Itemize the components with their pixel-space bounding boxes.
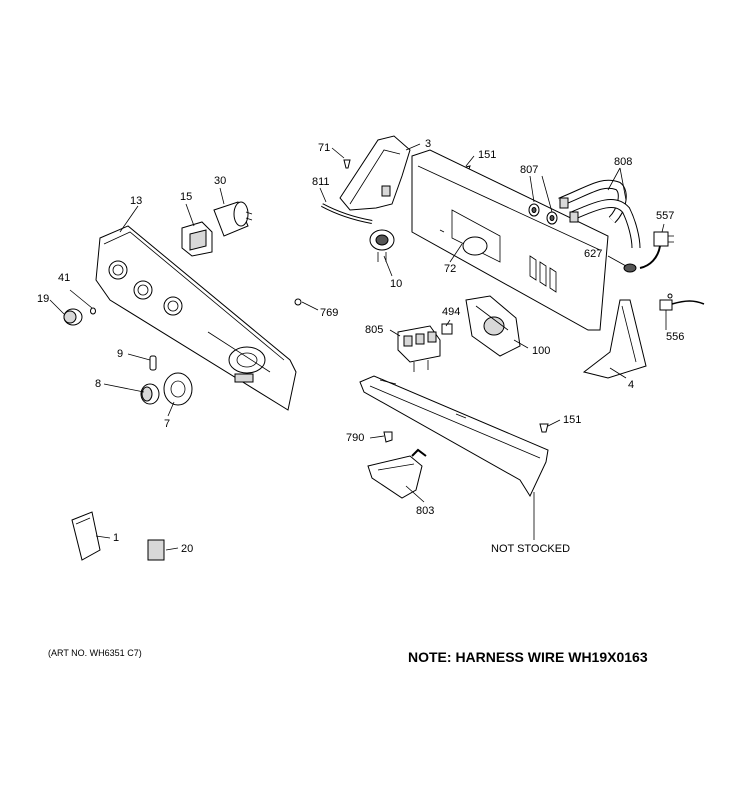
callout-10: 10 xyxy=(390,278,402,290)
callout-1: 1 xyxy=(113,532,119,544)
screw-part xyxy=(343,159,351,169)
callout-811: 811 xyxy=(312,176,330,188)
callout-labels: 71 3 151 807 808 811 557 627 72 10 13 15… xyxy=(37,138,684,555)
callout-41: 41 xyxy=(58,272,70,284)
callout-3: 3 xyxy=(425,138,431,150)
dial-knob-part xyxy=(163,372,193,406)
label-part xyxy=(147,539,165,561)
screw-part xyxy=(383,431,393,443)
lower-bracket-part xyxy=(359,375,549,498)
callout-9: 9 xyxy=(117,348,123,360)
callout-151: 151 xyxy=(478,149,496,161)
endcap-right-part xyxy=(582,299,647,379)
callout-151: 151 xyxy=(563,414,581,426)
callout-71: 71 xyxy=(318,142,330,154)
callout-72: 72 xyxy=(444,263,456,275)
fill-hose-part xyxy=(558,179,641,249)
control-panel-part xyxy=(95,225,297,411)
screw-part xyxy=(294,298,302,306)
relay-part xyxy=(181,221,213,257)
knob-skirt-part xyxy=(140,383,160,405)
callout-30: 30 xyxy=(214,175,226,187)
callout-803: 803 xyxy=(416,505,434,517)
callout-805: 805 xyxy=(365,324,383,336)
clip-part xyxy=(90,307,96,315)
leader-lines xyxy=(49,143,667,551)
strain-relief-part xyxy=(623,263,637,273)
not-stocked-label: NOT STOCKED xyxy=(491,543,570,555)
backsplash-part xyxy=(411,149,609,331)
washer-part xyxy=(528,203,558,225)
spring-part xyxy=(149,355,157,371)
water-valve-part xyxy=(397,325,441,372)
screw-part xyxy=(539,423,549,433)
callout-494: 494 xyxy=(442,306,460,318)
callout-15: 15 xyxy=(180,191,192,203)
callout-790: 790 xyxy=(346,432,364,444)
callout-13: 13 xyxy=(130,195,142,207)
art-number: (ART NO. WH6351 C7) xyxy=(48,648,142,658)
power-cord-part xyxy=(639,231,674,269)
callout-4: 4 xyxy=(628,379,634,391)
harness-part xyxy=(659,293,705,311)
callout-556: 556 xyxy=(666,331,684,343)
callout-100: 100 xyxy=(532,345,550,357)
callout-8: 8 xyxy=(95,378,101,390)
clip-part xyxy=(441,323,453,335)
dispenser-part xyxy=(367,448,427,499)
callout-808: 808 xyxy=(614,156,632,168)
callout-557: 557 xyxy=(656,210,674,222)
callout-7: 7 xyxy=(164,418,170,430)
callout-19: 19 xyxy=(37,293,49,305)
pressure-switch-part xyxy=(369,229,395,262)
callout-769: 769 xyxy=(320,307,338,319)
capacitor-part xyxy=(213,201,253,237)
controller-part xyxy=(465,295,521,357)
knob-part xyxy=(63,308,83,326)
harness-note: NOTE: HARNESS WIRE WH19X0163 xyxy=(408,649,648,665)
manual-part xyxy=(71,511,101,561)
callout-20: 20 xyxy=(181,543,193,555)
callout-627: 627 xyxy=(584,248,602,260)
callout-807: 807 xyxy=(520,164,538,176)
endcap-left-part xyxy=(339,135,411,211)
